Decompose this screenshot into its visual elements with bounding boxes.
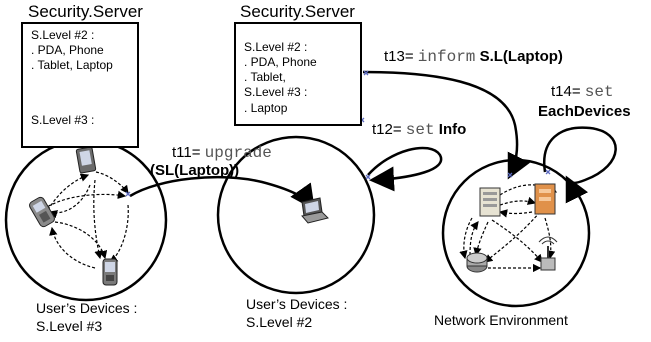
router-icon [466, 252, 488, 273]
left-server-box: S.Level #2 : . PDA, Phone . Tablet, Lapt… [21, 22, 139, 148]
mid-server-title: Security.Server [240, 2, 355, 21]
t14-argument: EachDevices [538, 103, 631, 120]
t13-prefix: t13= [384, 48, 414, 65]
t11-arrow [129, 175, 315, 211]
mobile-phone-icon [29, 196, 55, 228]
mid-server-line-1: S.Level #2 : [244, 40, 308, 54]
t13-arrow [362, 70, 531, 180]
t14-label: t14= set [551, 83, 614, 101]
t12-argument: Info [438, 121, 467, 138]
t13-label: t13= inform S.L(Laptop) [384, 48, 563, 66]
t14-loop-arrow [542, 126, 617, 204]
mid-server-line-4: S.Level #3 : [244, 85, 308, 99]
left-server-line-4: S.Level #3 : [31, 113, 95, 127]
t12-prefix: t12= [372, 121, 402, 138]
mid-server-line-5: . Laptop [244, 101, 288, 115]
t11-prefix: t11= [172, 144, 201, 161]
t12-operation: set [405, 121, 435, 139]
network-links [459, 184, 558, 273]
t13-operation: inform [417, 48, 476, 66]
t11-operation: upgrade [204, 144, 272, 162]
mid-group-label-line2: S.Level #2 [246, 314, 313, 330]
left-server-title: Security.Server [28, 2, 143, 21]
left-device-links [39, 171, 129, 269]
mid-server-line-3: . Tablet, [244, 70, 286, 84]
t12-loop-arrow [367, 146, 443, 192]
left-server-line-3: . Tablet, Laptop [31, 58, 113, 72]
server-rack-icon [479, 187, 501, 217]
t14-prefix: t14= [551, 83, 581, 100]
t13-argument: S.L(Laptop) [479, 48, 563, 65]
t11-label: t11= upgrade [172, 144, 272, 162]
t14-operation: set [584, 83, 614, 101]
mid-group-label-line1: User’s Devices : [246, 296, 348, 312]
t12-label: t12= set Info [372, 121, 466, 139]
left-group-label-line1: User’s Devices : [36, 300, 138, 316]
left-server-line-1: S.Level #2 : [31, 28, 95, 42]
left-group-label-line2: S.Level #3 [36, 318, 103, 334]
tablet-icon [75, 146, 97, 174]
mid-server-box: S.Level #2 : . PDA, Phone . Tablet, S.Le… [234, 22, 362, 126]
t11-argument: (SL(Laptop)) [150, 162, 240, 179]
left-server-line-2: . PDA, Phone [31, 43, 104, 57]
laptop-icon [301, 197, 329, 224]
mid-server-line-2: . PDA, Phone [244, 55, 317, 69]
mid-device-group-circle [216, 135, 376, 295]
network-environment-circle [441, 158, 591, 308]
pda-icon [102, 258, 118, 286]
right-group-label: Network Environment [434, 312, 568, 328]
wireless-access-point-icon [538, 236, 558, 271]
firewall-server-icon [534, 183, 556, 215]
